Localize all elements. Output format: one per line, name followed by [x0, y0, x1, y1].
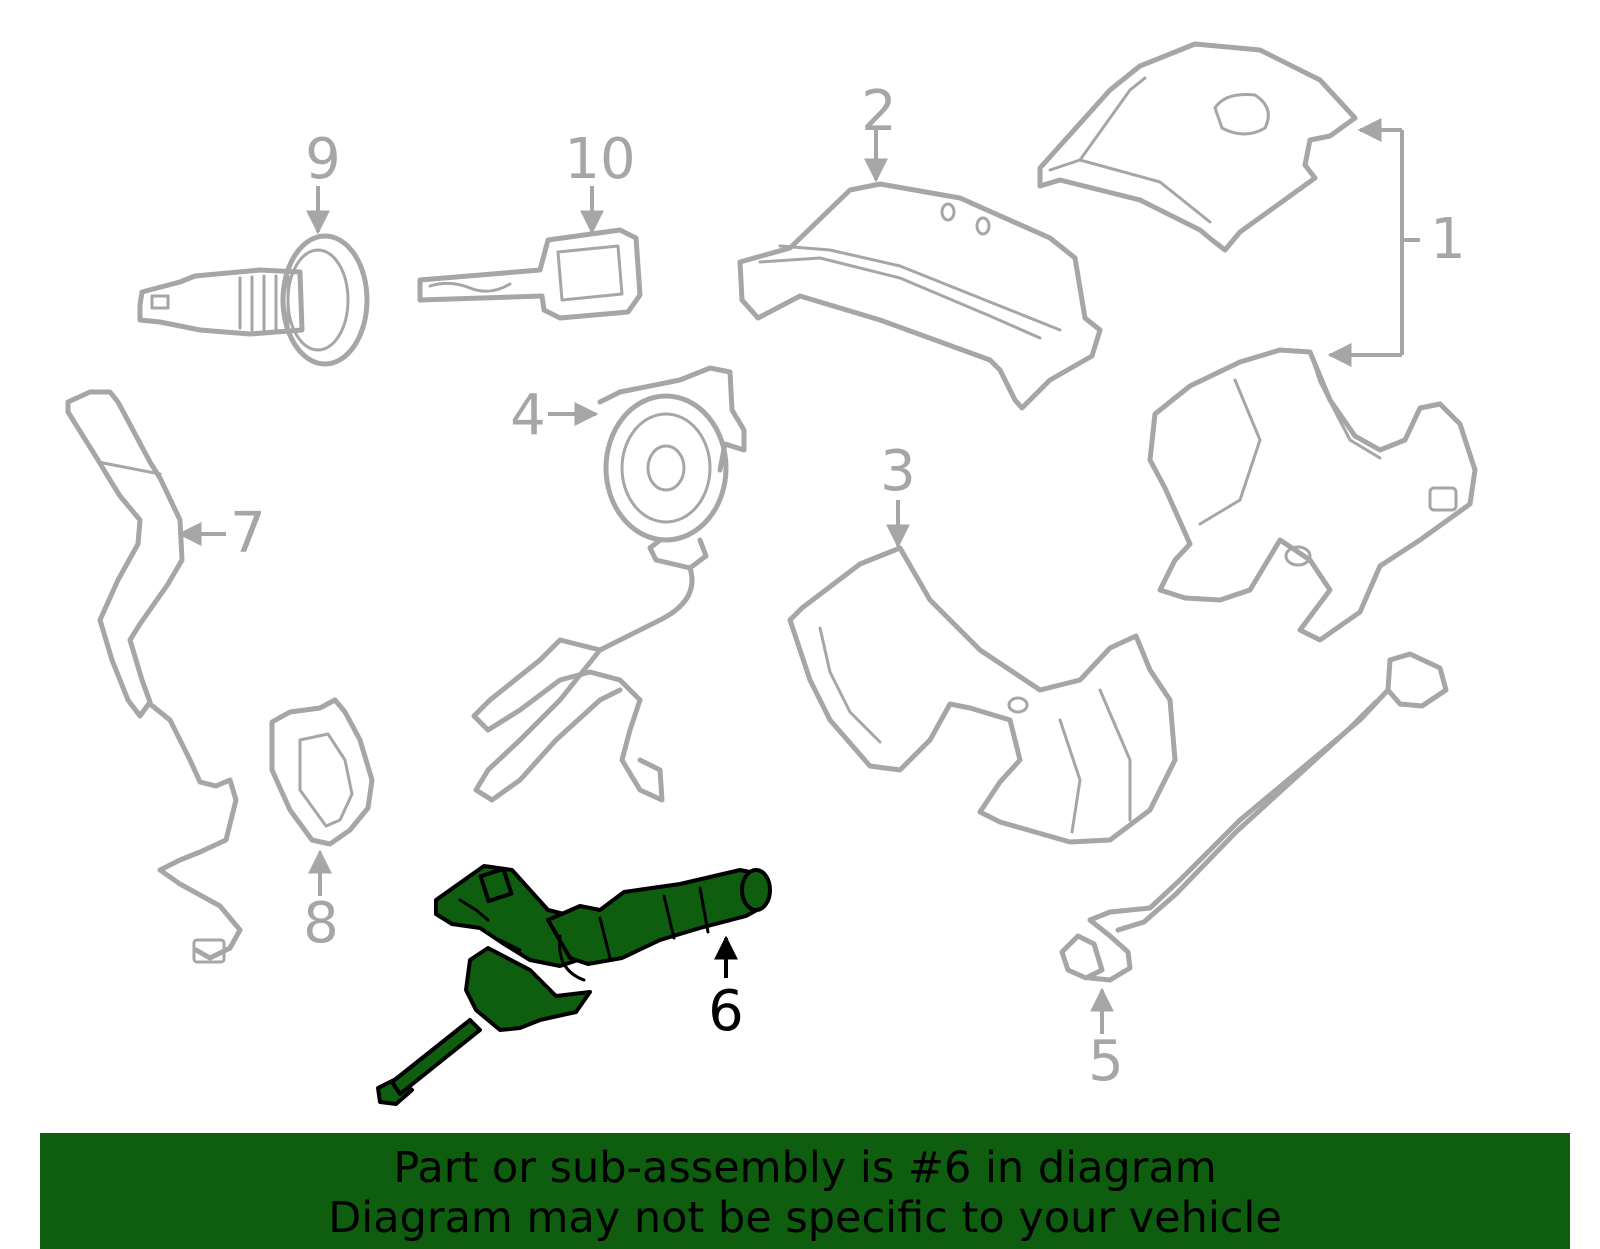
notice-banner: Part or sub-assembly is #6 in diagram Di…	[40, 1133, 1570, 1249]
part-7-lever[interactable]	[65, 389, 243, 964]
callout-1: 1	[1430, 207, 1466, 272]
callout-4: 4	[510, 383, 546, 448]
bracket-1	[1345, 128, 1404, 357]
callout-9: 9	[305, 127, 341, 192]
callout-7: 7	[230, 501, 266, 566]
part-8-bezel[interactable]	[269, 697, 375, 847]
callout-10: 10	[564, 127, 635, 192]
part-2-upper-cover[interactable]	[737, 181, 1103, 411]
part-10-key[interactable]	[417, 227, 643, 321]
callout-3: 3	[880, 439, 916, 504]
part-1-upper-shroud[interactable]	[1037, 41, 1478, 643]
callout-2: 2	[861, 79, 897, 144]
part-6-multifunction-switch[interactable]	[376, 864, 772, 1106]
callout-5: 5	[1088, 1029, 1124, 1094]
part-4-clock-spring[interactable]	[471, 365, 747, 803]
part-9-lock-cylinder[interactable]	[137, 233, 370, 367]
callout-8: 8	[303, 891, 339, 956]
part-3-lower-cover[interactable]	[787, 545, 1178, 845]
banner-line-2: Diagram may not be specific to your vehi…	[328, 1193, 1282, 1243]
banner-line-1: Part or sub-assembly is #6 in diagram	[393, 1143, 1217, 1193]
part-5-harness[interactable]	[1059, 651, 1449, 983]
callout-6: 6	[708, 979, 744, 1044]
